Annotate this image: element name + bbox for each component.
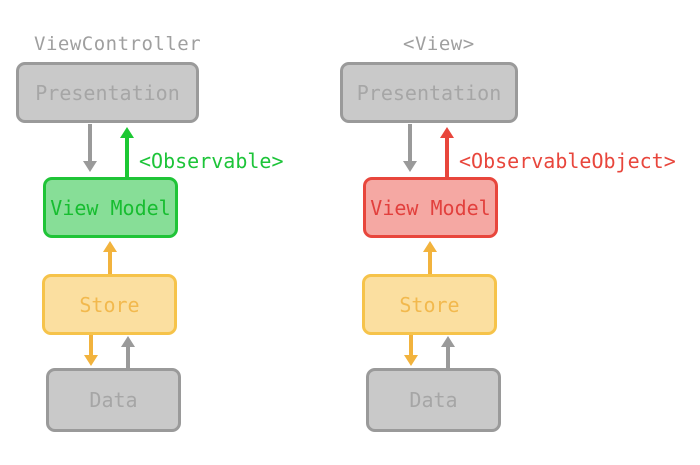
right-arrow-data-to-store xyxy=(441,336,455,368)
left-data-box: Data xyxy=(46,368,181,432)
left-arrow-presentation-to-viewmodel xyxy=(83,124,97,172)
right-viewmodel-label: View Model xyxy=(370,195,491,220)
left-arrow-store-to-viewmodel xyxy=(103,241,117,274)
left-data-label: Data xyxy=(89,388,138,412)
left-arrow-data-to-store xyxy=(121,336,135,368)
left-column-title: ViewController xyxy=(34,33,202,55)
left-arrow-viewmodel-to-presentation xyxy=(120,127,134,177)
right-presentation-label: Presentation xyxy=(356,80,502,105)
right-presentation-box: Presentation xyxy=(340,62,518,123)
right-arrow-presentation-to-viewmodel xyxy=(403,124,417,172)
right-arrow-store-to-viewmodel xyxy=(423,241,437,274)
left-store-box: Store xyxy=(42,274,177,335)
left-viewmodel-label: View Model xyxy=(50,195,171,220)
right-arrow-viewmodel-to-presentation xyxy=(440,127,454,177)
right-arrow-store-to-data xyxy=(404,335,418,366)
right-annotation-observableobject: <ObservableObject> xyxy=(459,149,676,173)
right-store-box: Store xyxy=(362,274,497,335)
right-data-box: Data xyxy=(366,368,501,432)
right-data-label: Data xyxy=(409,388,458,412)
left-annotation-observable: <Observable> xyxy=(139,149,284,173)
left-viewmodel-box: View Model xyxy=(43,177,178,238)
right-column-title: <View> xyxy=(403,33,475,55)
left-arrow-store-to-data xyxy=(84,335,98,366)
left-presentation-box: Presentation xyxy=(16,62,199,123)
right-viewmodel-box: View Model xyxy=(363,177,498,238)
left-presentation-label: Presentation xyxy=(35,80,180,105)
right-store-label: Store xyxy=(399,292,460,317)
left-store-label: Store xyxy=(79,292,140,317)
